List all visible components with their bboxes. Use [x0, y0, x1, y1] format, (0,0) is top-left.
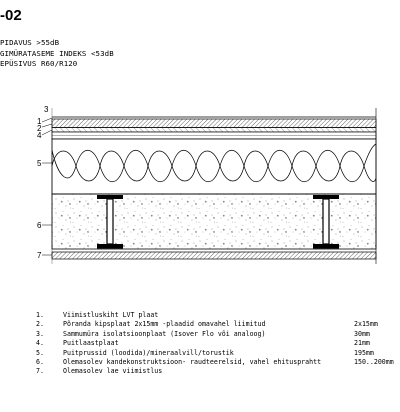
property-fire-resistance: EPÜSIVUS R60/R120	[0, 59, 78, 69]
legend-row: 2. Põranda kipsplaat 2x15mm -plaadid oma…	[36, 320, 400, 329]
legend-thickness: 150..200mm	[354, 357, 394, 366]
layer-7-ceiling-finish	[51, 251, 377, 260]
layer-2-gypsum-board	[51, 118, 377, 128]
property-sound-insulation: PIDAVUS >55dB	[0, 38, 60, 47]
legend-description: Olemasolev lae viimistlus	[63, 367, 163, 376]
legend-thickness: 30mm	[354, 329, 370, 338]
section-label-2: 2	[37, 124, 42, 133]
legend-description: Puitprussid (loodida)/mineraalvill/torus…	[63, 348, 234, 357]
legend-description: Viimistluskiht LVT plaat	[63, 311, 159, 319]
section-label-6: 6	[37, 221, 42, 230]
legend-thickness: 195mm	[354, 348, 374, 357]
legend-number: 7.	[36, 367, 44, 376]
legend-number: 3.	[36, 329, 44, 338]
legend-number: 5.	[36, 348, 44, 357]
layer-6-existing-structure	[51, 193, 377, 250]
property-impact-noise-index: GIMÜRATASEME INDEKS <53dB	[0, 48, 114, 58]
layer-legend: 1. Viimistluskiht LVT plaat 2. Põranda k…	[36, 311, 400, 377]
legend-number: 2.	[36, 320, 44, 329]
legend-thickness: 21mm	[354, 339, 370, 348]
legend-number: 6.	[36, 357, 44, 366]
properties-list: PIDAVUS >55dB GIMÜRATASEME INDEKS <53dB …	[0, 38, 114, 70]
legend-thickness: 2x15mm	[354, 320, 378, 329]
legend-description: Puitlaastplaat	[63, 339, 119, 348]
legend-description: Põranda kipsplaat 2x15mm -plaadid omavah…	[63, 320, 266, 329]
legend-row: 1. Viimistluskiht LVT plaat	[36, 311, 400, 320]
section-label-1: 1	[37, 117, 42, 126]
legend-row: 3. Sammumüra isolatsioonplaat (Isover Fl…	[36, 330, 400, 339]
section-label-7: 7	[37, 251, 42, 260]
legend-row: 7. Olemasolev lae viimistlus	[36, 367, 400, 376]
legend-row: 6. Olemasolev kandekonstruktsioon- raudt…	[36, 358, 400, 367]
legend-number: 1.	[36, 311, 44, 319]
legend-description: Sammumüra isolatsioonplaat (Isover Flo v…	[63, 329, 266, 338]
section-label-5: 5	[37, 159, 42, 168]
legend-row: 4. Puitlaastplaat 21mm	[36, 339, 400, 348]
rail-beam-right	[313, 195, 339, 249]
legend-description: Olemasolev kandekonstruktsioon- raudteer…	[63, 357, 322, 366]
layer-3-impact-insulation	[51, 127, 377, 133]
section-label-3: 3	[44, 105, 49, 114]
legend-row: 5. Puitprussid (loodida)/mineraalvill/to…	[36, 349, 400, 358]
layer-5-mineral-wool	[51, 138, 377, 195]
rail-beam-left	[97, 195, 123, 249]
legend-number: 4.	[36, 339, 44, 348]
section-label-4: 4	[37, 131, 42, 140]
drawing-title: -02	[0, 7, 22, 24]
